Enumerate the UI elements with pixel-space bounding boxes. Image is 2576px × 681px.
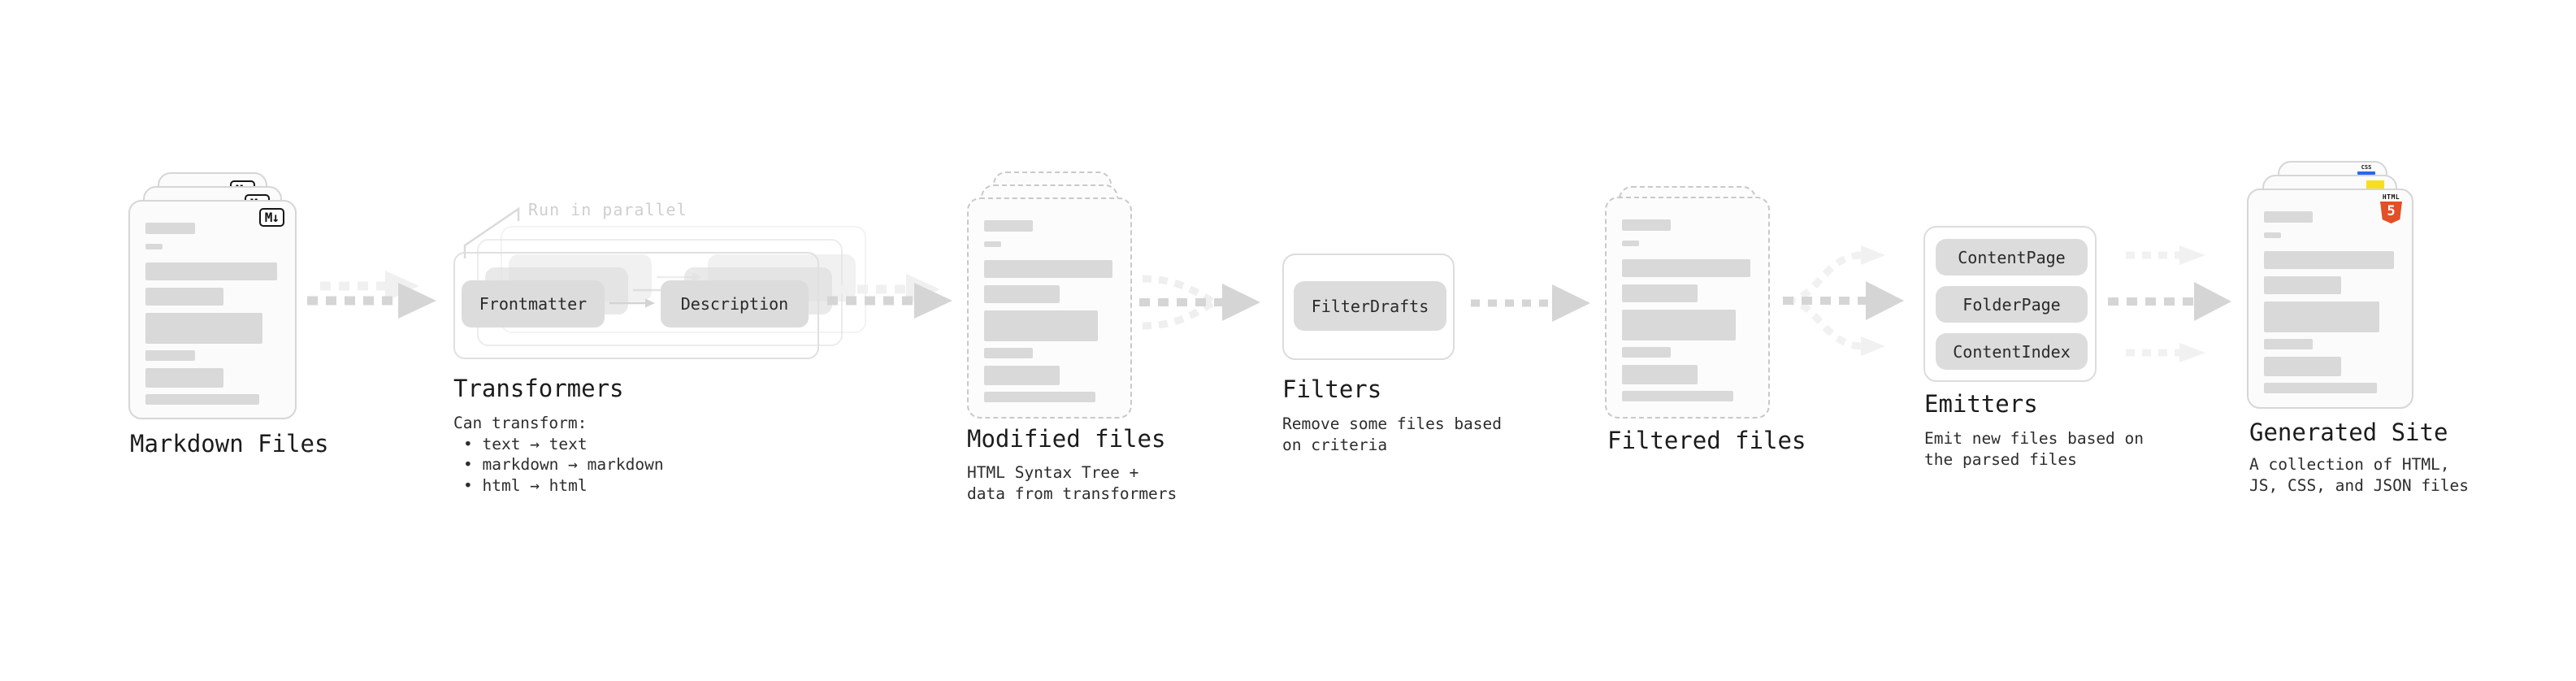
filters-description: Remove some files based on criteria: [1282, 414, 1503, 454]
placeholder-text-lines: [984, 220, 1115, 402]
css-icon: CSS: [2357, 164, 2375, 175]
run-in-parallel-note: Run in parallel: [528, 200, 687, 219]
html5-icon: HTML 5: [2380, 193, 2402, 223]
generated-site-label: Generated Site: [2249, 419, 2448, 446]
transformer-layer-front: Frontmatter Description: [453, 252, 819, 359]
modified-files-label: Modified files: [967, 425, 1166, 453]
generated-site-description: A collection of HTML, JS, CSS, and JSON …: [2249, 455, 2470, 495]
folder-page-emitter-box: FolderPage: [1936, 286, 2088, 323]
transform-arrow-icon: [609, 298, 655, 308]
filtered-file-card-front: [1605, 197, 1770, 419]
markdown-file-card-front: M↓: [128, 200, 297, 419]
arrow-filters-to-filtered: [1471, 284, 1590, 322]
arrow-modified-to-filters: [1139, 275, 1260, 330]
arrow-emitters-to-site: [2108, 245, 2231, 362]
html-file-card: HTML 5: [2247, 189, 2413, 409]
transformers-label: Transformers: [453, 375, 624, 402]
content-page-emitter-box: ContentPage: [1936, 239, 2088, 275]
modified-file-card-front: [967, 197, 1132, 419]
filter-drafts-box: FilterDrafts: [1294, 281, 1446, 331]
placeholder-text-lines: [2264, 211, 2396, 393]
filters-label: Filters: [1282, 375, 1382, 403]
description-transformer-box: Description: [661, 280, 809, 327]
arrow-filtered-to-emitters: [1783, 245, 1904, 356]
emitters-label: Emitters: [1924, 390, 2038, 418]
placeholder-text-lines: [1622, 219, 1753, 401]
filters-panel: FilterDrafts: [1282, 254, 1455, 360]
transformer-container-box: [453, 252, 819, 359]
content-index-emitter-box: ContentIndex: [1936, 333, 2088, 370]
arrow-markdown-to-transformers: [307, 271, 436, 319]
markdown-icon: M↓: [258, 208, 284, 227]
emitters-panel: ContentPage FolderPage ContentIndex: [1923, 226, 2097, 382]
frontmatter-transformer-box: Frontmatter: [462, 280, 605, 327]
markdown-files-label: Markdown Files: [130, 430, 329, 458]
placeholder-text-lines: [145, 223, 280, 405]
modified-files-description: HTML Syntax Tree + data from transformer…: [967, 463, 1177, 503]
filtered-files-label: Filtered files: [1607, 427, 1806, 454]
transformers-description: Can transform: • text → text • markdown …: [453, 414, 664, 495]
arrow-transformers-to-modified: [827, 274, 952, 319]
emitters-description: Emit new files based on the parsed files: [1924, 429, 2144, 469]
